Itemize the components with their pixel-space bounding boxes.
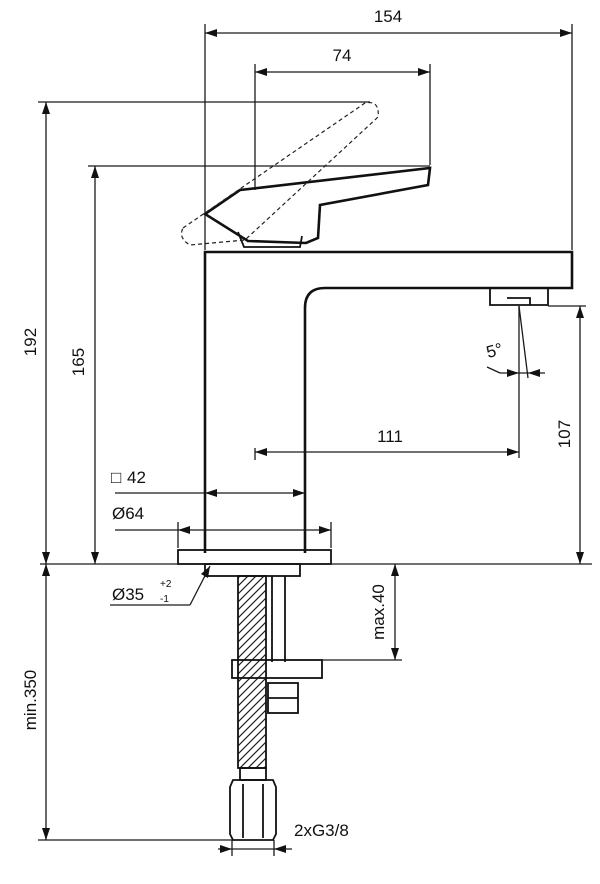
dim-body-square-symbol: □ <box>111 468 121 487</box>
dim-connection: 2xG3/8 <box>294 821 349 840</box>
dim-hole-diameter: Ø35 <box>112 585 144 604</box>
dim-outlet-height: 107 <box>555 420 574 448</box>
dim-spout-top-height: 165 <box>69 348 88 376</box>
faucet-outline <box>177 101 574 841</box>
dim-body-square: 42 <box>127 468 146 487</box>
dim-min-hose: min.350 <box>21 670 40 730</box>
dim-spout-projection: 111 <box>377 427 403 446</box>
dim-max-deck: max.40 <box>369 584 388 640</box>
dim-hole-tol-minus: -1 <box>160 594 169 605</box>
dim-total-height: 192 <box>21 328 40 356</box>
dimension-lines <box>38 24 592 856</box>
dim-lever-reach: 74 <box>333 46 352 65</box>
dim-aerator-angle: 5° <box>484 339 505 362</box>
dim-total-width: 154 <box>374 7 402 26</box>
dim-hole-tol-plus: +2 <box>160 579 172 590</box>
dim-base-diameter: Ø64 <box>112 504 144 523</box>
